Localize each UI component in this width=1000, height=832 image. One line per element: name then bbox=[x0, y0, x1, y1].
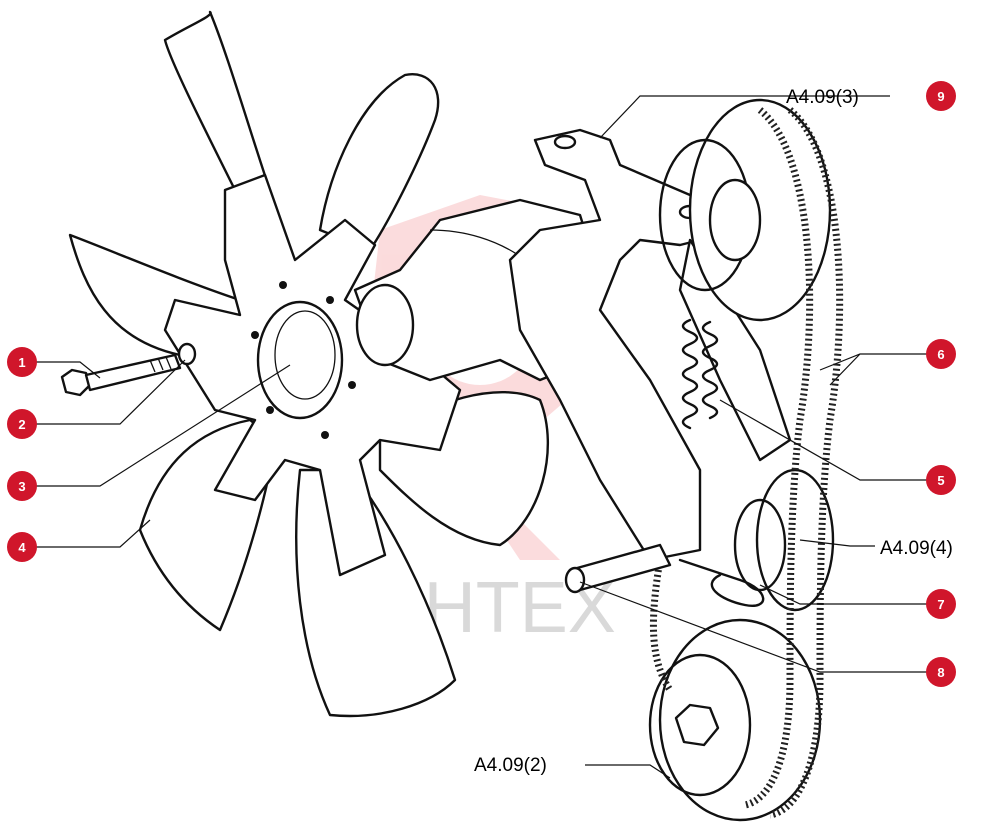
callout-5-label: 5 bbox=[937, 473, 944, 488]
callout-9[interactable]: 9 bbox=[926, 81, 956, 111]
drive-belt-left bbox=[649, 559, 673, 692]
leader-lines bbox=[30, 95, 930, 779]
callout-6[interactable]: 6 bbox=[926, 339, 956, 369]
fan-blade-upper-right bbox=[318, 73, 440, 252]
pivot-pin bbox=[564, 543, 672, 594]
callout-2[interactable]: 2 bbox=[7, 409, 37, 439]
callout-9-label: 9 bbox=[937, 89, 944, 104]
fan-assembly bbox=[68, 10, 550, 718]
fan-spacer-ring bbox=[274, 310, 336, 400]
fan-center-bore bbox=[256, 300, 344, 420]
crankshaft-pulley bbox=[648, 618, 822, 822]
ref-bottom: A4.09(2) bbox=[474, 755, 547, 776]
washer bbox=[177, 342, 197, 366]
bolt bbox=[60, 353, 182, 397]
callout-4[interactable]: 4 bbox=[7, 532, 37, 562]
drive-belt-inner bbox=[744, 107, 814, 809]
middle-pulley bbox=[733, 468, 835, 612]
callout-1[interactable]: 1 bbox=[7, 347, 37, 377]
callout-3[interactable]: 3 bbox=[7, 471, 37, 501]
upper-pulley bbox=[658, 98, 832, 322]
tension-spring bbox=[681, 318, 719, 430]
callout-8[interactable]: 8 bbox=[926, 657, 956, 687]
ref-top: A4.09(3) bbox=[786, 87, 859, 108]
ref-right: A4.09(4) bbox=[880, 538, 953, 559]
callout-5[interactable]: 5 bbox=[926, 465, 956, 495]
callout-2-label: 2 bbox=[18, 417, 25, 432]
bracket bbox=[508, 128, 792, 562]
callout-3-label: 3 bbox=[18, 479, 25, 494]
callout-7-label: 7 bbox=[937, 597, 944, 612]
callout-4-label: 4 bbox=[18, 540, 26, 555]
callout-8-label: 8 bbox=[937, 665, 944, 680]
callout-6-label: 6 bbox=[937, 347, 944, 362]
split-pin bbox=[678, 558, 765, 607]
fan-rivets bbox=[251, 281, 356, 439]
callout-7[interactable]: 7 bbox=[926, 589, 956, 619]
callout-1-label: 1 bbox=[18, 355, 25, 370]
